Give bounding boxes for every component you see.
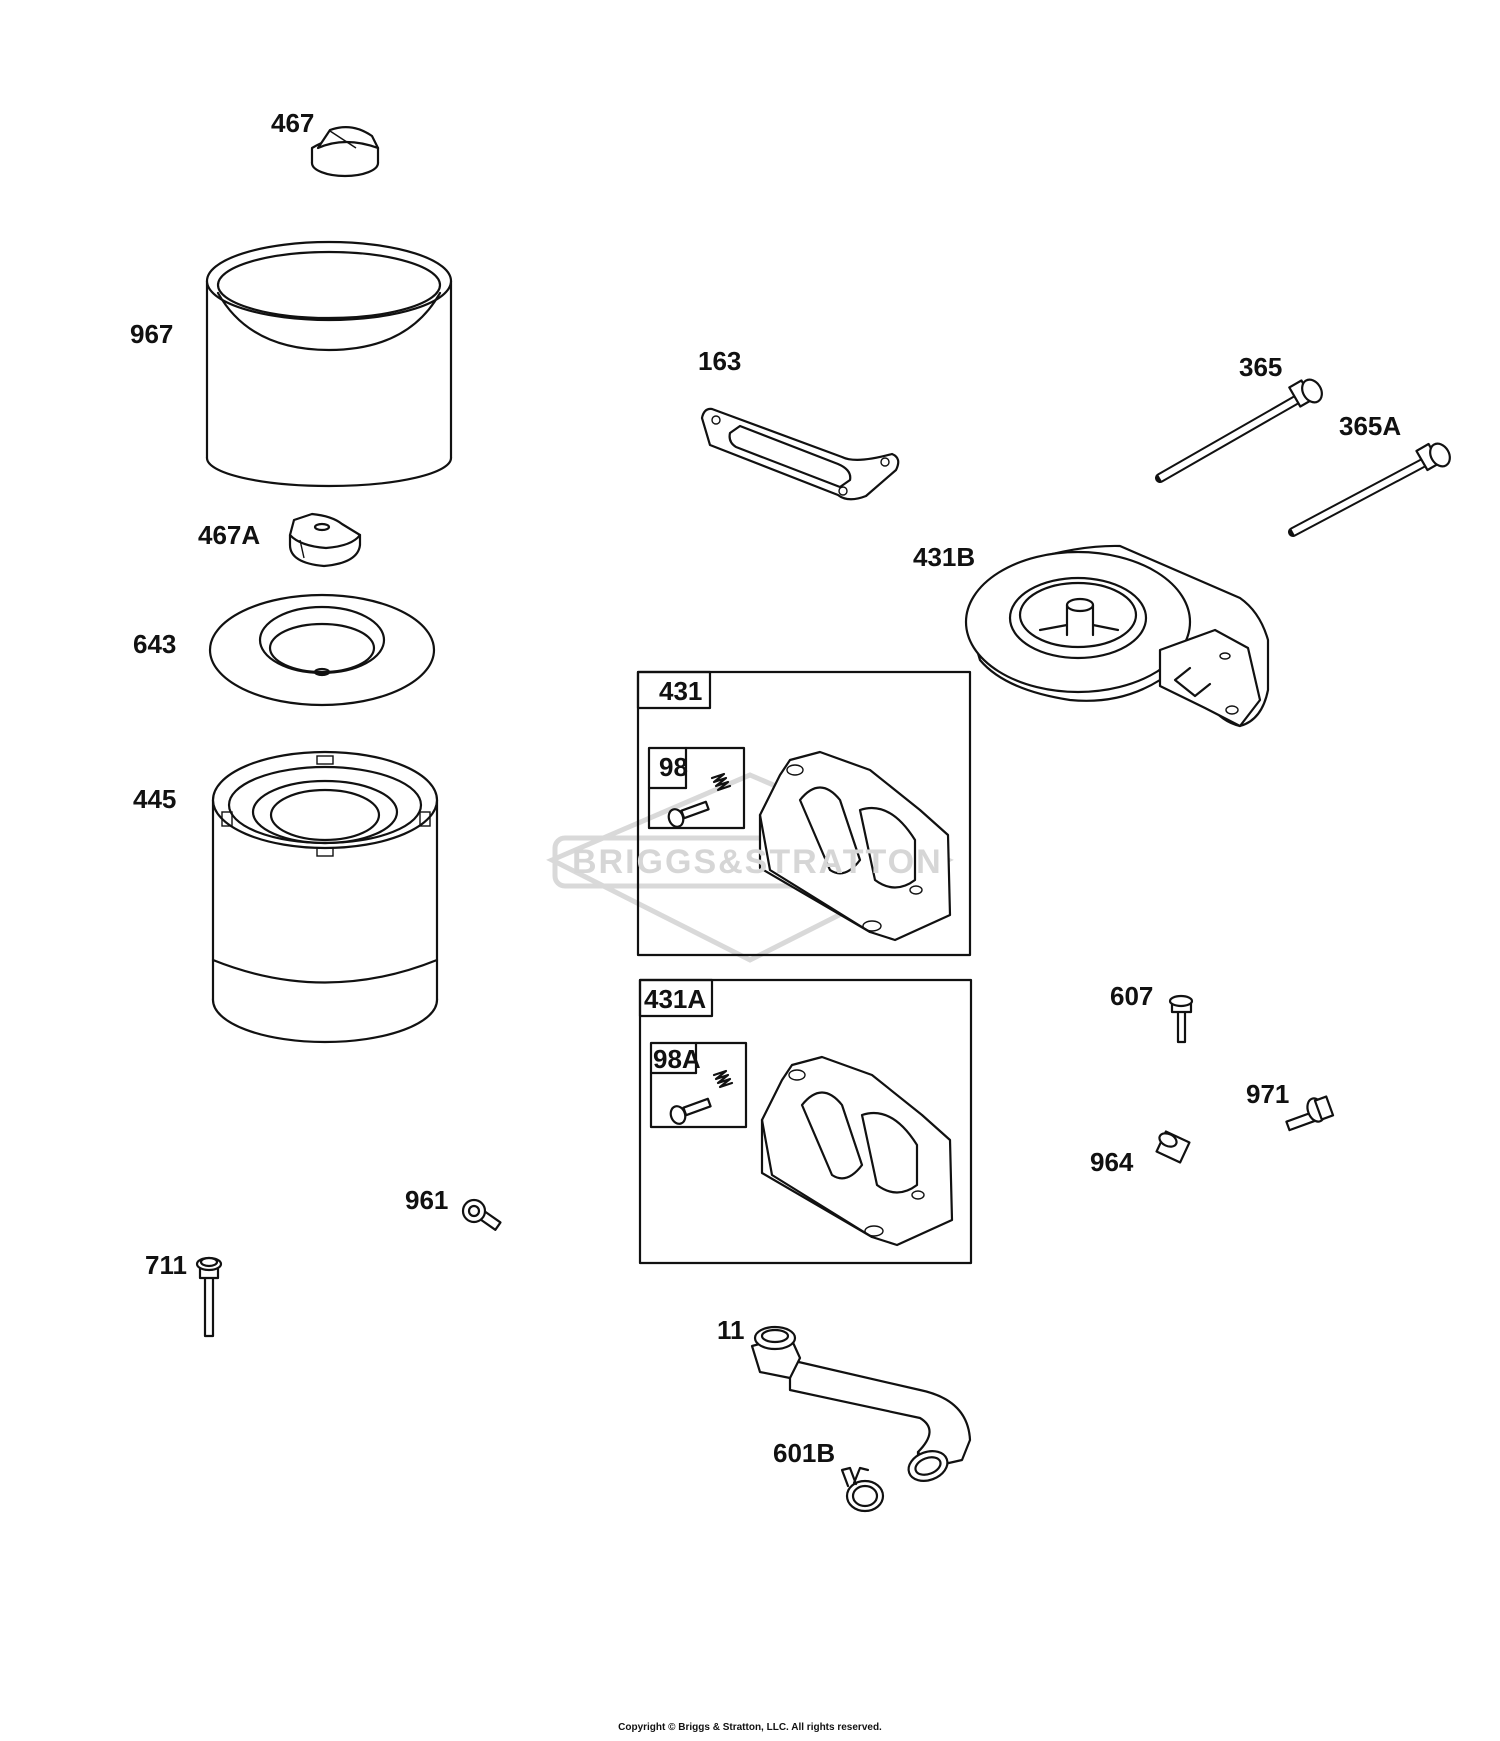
label-601B: 601B (773, 1438, 836, 1468)
label-445: 445 (133, 784, 177, 814)
part-961-drawing (461, 1198, 502, 1231)
label-607: 607 (1110, 981, 1154, 1011)
part-607-drawing (1168, 994, 1194, 1044)
label-467: 467 (271, 108, 315, 138)
label-11: 11 (717, 1315, 745, 1345)
kit-431-box (636, 670, 972, 957)
part-11-drawing (750, 1325, 972, 1482)
watermark-text: BRIGGS&STRATTON (572, 843, 943, 881)
part-467A-drawing (288, 512, 362, 568)
part-643-drawing (208, 593, 436, 707)
label-711: 711 (145, 1250, 187, 1280)
label-431A: 431A (644, 984, 707, 1014)
label-961: 961 (405, 1185, 449, 1215)
kit-431A-box (638, 978, 973, 1265)
label-964: 964 (1090, 1147, 1134, 1177)
label-98A: 98A (653, 1044, 701, 1074)
part-431B-drawing (964, 544, 1270, 728)
part-365-drawing (1155, 378, 1323, 483)
part-445-drawing (211, 750, 439, 1044)
copyright-notice: Copyright © Briggs & Stratton, LLC. All … (618, 1722, 882, 1733)
part-163-drawing (700, 407, 900, 501)
label-967: 967 (130, 319, 174, 349)
part-967-drawing (205, 240, 453, 488)
label-643: 643 (133, 629, 177, 659)
part-964-drawing (1155, 1130, 1191, 1164)
label-365A: 365A (1339, 411, 1402, 441)
label-98: 98 (659, 752, 688, 782)
part-365A-drawing (1288, 442, 1451, 537)
label-971: 971 (1246, 1079, 1290, 1109)
part-467-drawing (310, 125, 380, 178)
label-467A: 467A (198, 520, 261, 550)
label-163: 163 (698, 346, 742, 376)
label-365: 365 (1239, 352, 1283, 382)
part-971-drawing (1285, 1095, 1335, 1132)
part-601B-drawing (840, 1466, 885, 1513)
label-431B: 431B (913, 542, 976, 572)
part-711-drawing (195, 1256, 223, 1338)
label-431: 431 (659, 676, 703, 706)
